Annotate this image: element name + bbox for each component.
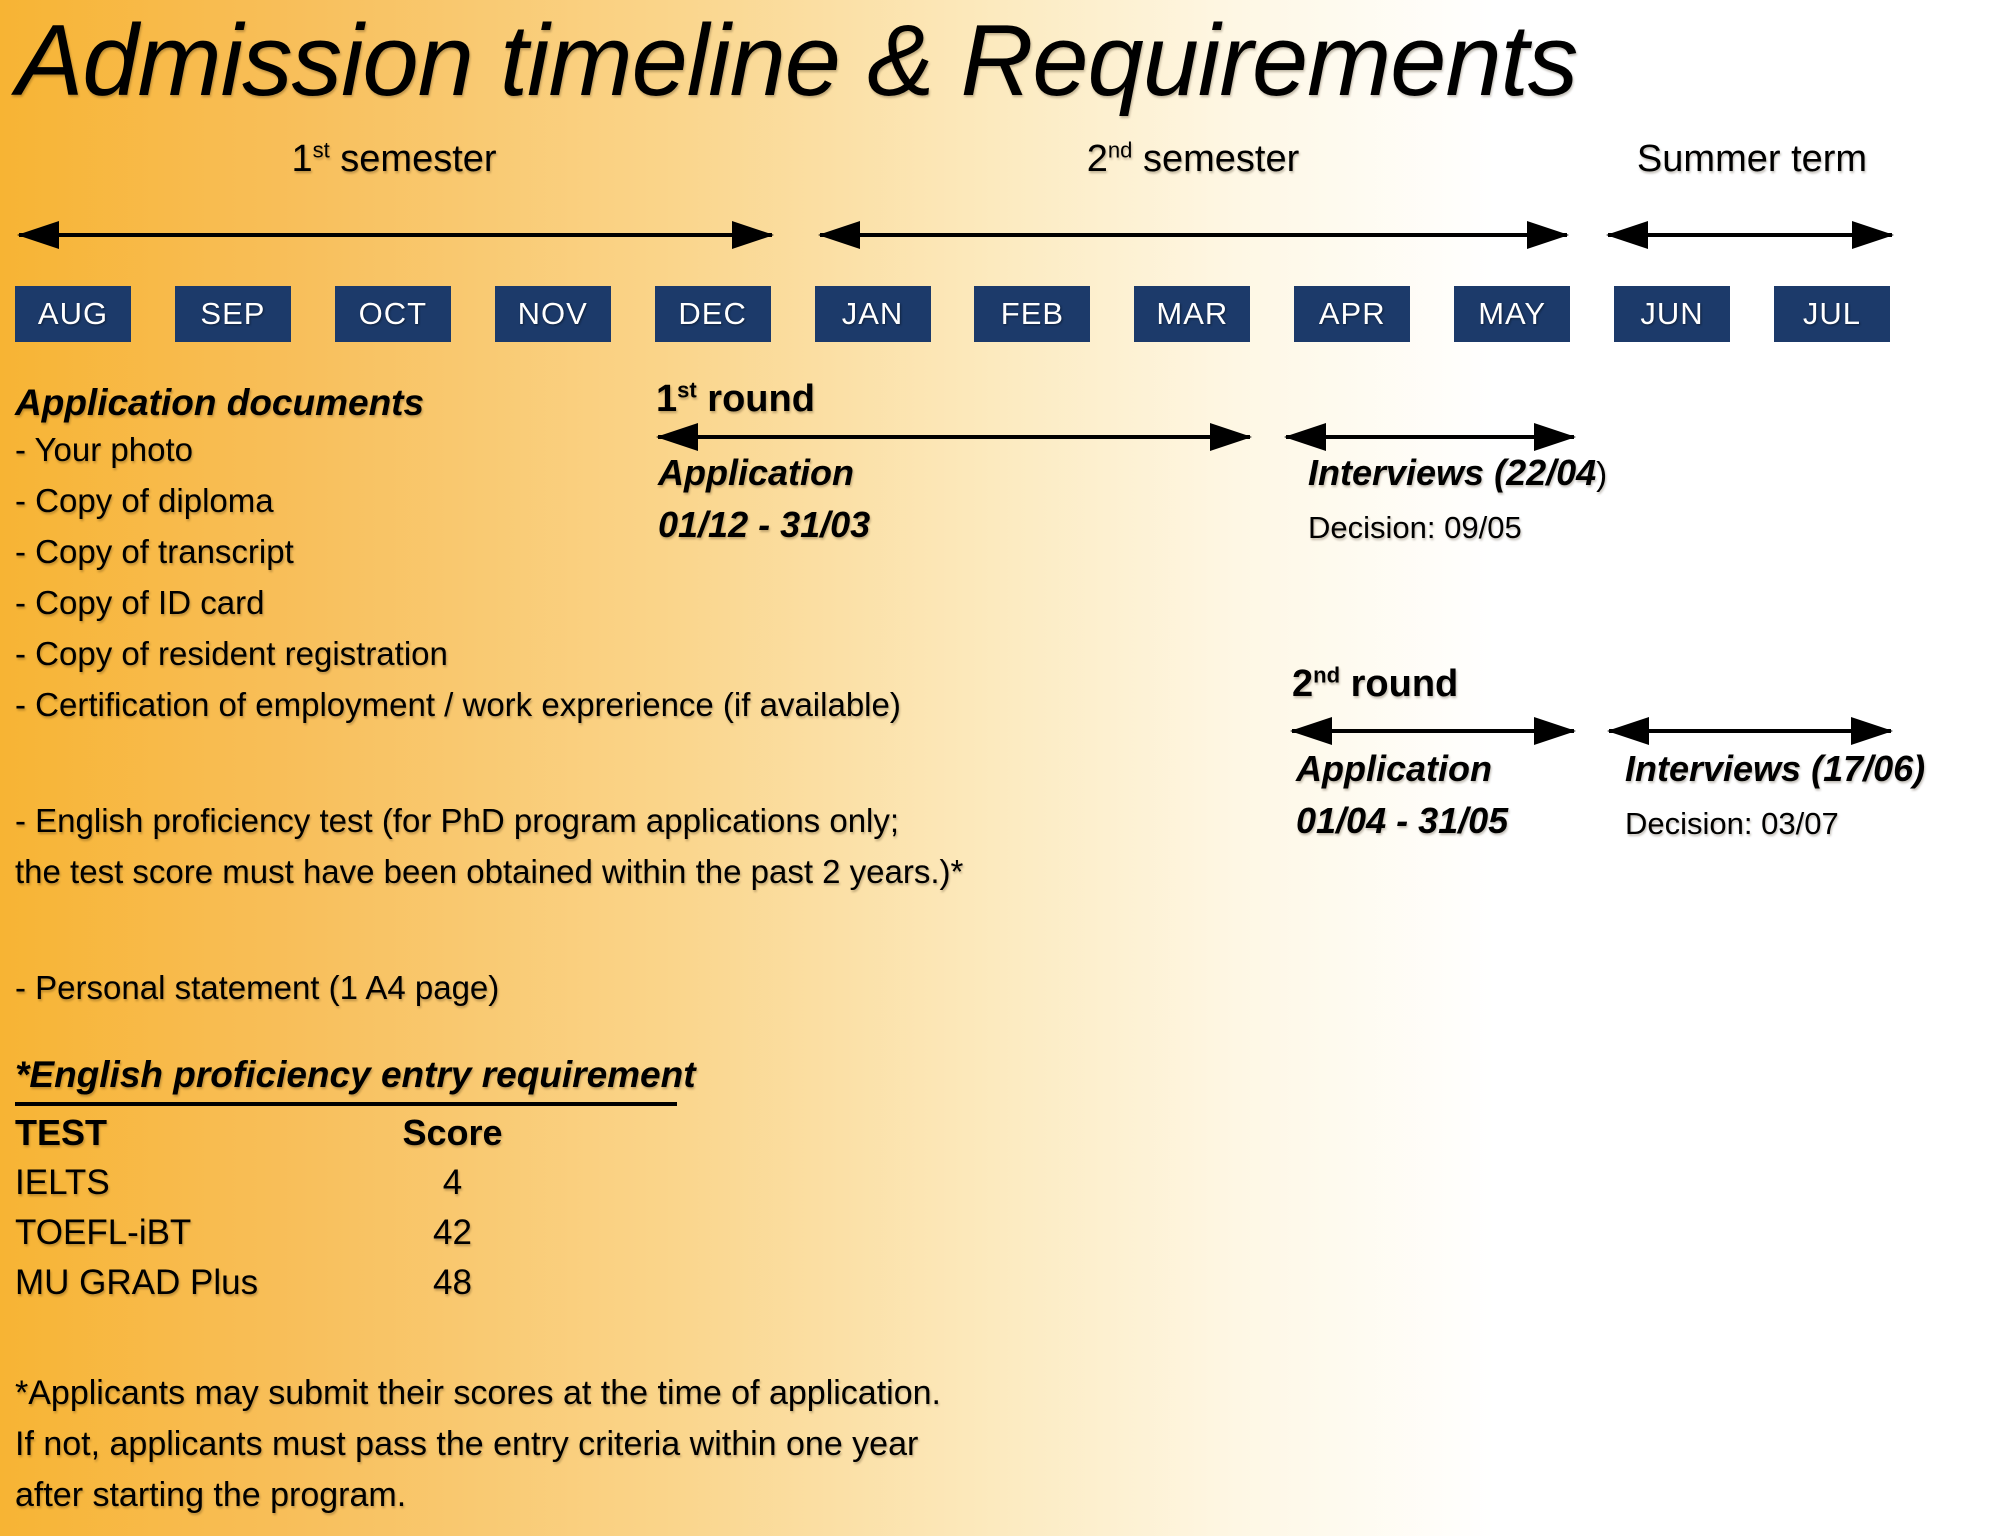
test-score: 42: [433, 1213, 472, 1252]
first-round-application-dates: 01/12 - 31/03: [658, 504, 871, 545]
first-semester-text: semester: [329, 138, 497, 180]
column-header-score: Score: [402, 1112, 503, 1153]
document-line: - Copy of diploma: [15, 481, 274, 519]
second-round-application-arrow: [1290, 717, 1576, 745]
document-line: - Personal statement (1 A4 page): [15, 968, 500, 1006]
document-line: - Copy of transcript: [15, 532, 294, 570]
month-label: JAN: [841, 296, 904, 331]
english-requirement-heading: *English proficiency entry requirement: [15, 1054, 696, 1095]
document-line: the test score must have been obtained w…: [15, 852, 964, 890]
month-box: APR: [1294, 286, 1411, 342]
month-box: NOV: [494, 286, 611, 342]
first-semester-ordinal: st: [312, 137, 330, 163]
second-semester-num: 2: [1086, 138, 1108, 180]
table-row: TOEFL-iBT 42: [15, 1208, 510, 1258]
table-row: IELTS 4: [15, 1158, 510, 1208]
footnote-line: after starting the program.: [15, 1476, 407, 1514]
english-requirement-table: TEST Score IELTS 4 TOEFL-iBT 42 MU GRAD …: [15, 1108, 510, 1308]
month-box: JUL: [1773, 286, 1890, 342]
month-label: MAY: [1478, 296, 1547, 331]
first-round-title: 1st round: [656, 378, 815, 421]
second-round-text: round: [1340, 663, 1459, 705]
application-documents-list: - Your photo - Copy of diploma - Copy of…: [15, 424, 963, 1013]
first-round-application-label: Application: [658, 452, 854, 493]
month-label: JUN: [1640, 296, 1704, 331]
month-label: NOV: [517, 296, 588, 331]
month-box: JAN: [814, 286, 931, 342]
month-label: MAR: [1156, 296, 1229, 331]
summer-term-label: Summer term: [1636, 138, 1868, 180]
page-title: Admission timeline & Requirements: [16, 5, 1578, 117]
month-label: AUG: [37, 296, 109, 331]
document-line: [15, 897, 963, 962]
month-label: SEP: [200, 296, 266, 331]
document-line: - Copy of resident registration: [15, 634, 448, 672]
first-semester-num: 1: [291, 138, 313, 180]
second-round-title: 2nd round: [1292, 663, 1458, 706]
summer-term-arrow: [1606, 221, 1894, 249]
document-line: [15, 730, 963, 795]
document-line: - Copy of ID card: [15, 583, 265, 621]
footnote-line: If not, applicants must pass the entry c…: [15, 1425, 919, 1463]
first-round-application-arrow: [656, 423, 1252, 451]
second-round-decision: Decision: 03/07: [1625, 806, 1839, 841]
document-line: - Certification of employment / work exp…: [15, 685, 901, 723]
first-semester-arrow: [17, 221, 774, 249]
second-round-application-dates: 01/04 - 31/05: [1296, 800, 1509, 841]
test-name: IELTS: [15, 1163, 110, 1202]
month-label: FEB: [1000, 296, 1065, 331]
second-semester-arrow: [818, 221, 1569, 249]
second-round-interviews-label: Interviews (17/06): [1625, 748, 1926, 789]
first-semester-label: 1st semester: [291, 138, 496, 181]
english-requirement-underline: [15, 1102, 677, 1106]
month-label: OCT: [358, 296, 428, 331]
document-line: - Your photo: [15, 430, 193, 468]
second-semester-ordinal: nd: [1107, 137, 1133, 163]
footnote: *Applicants may submit their scores at t…: [15, 1368, 941, 1521]
month-box: DEC: [654, 286, 771, 342]
month-box: JUN: [1614, 286, 1731, 342]
first-round-interviews-arrow: [1284, 423, 1576, 451]
test-score: 48: [433, 1263, 472, 1302]
second-round-application-label: Application: [1296, 748, 1492, 789]
second-semester-text: semester: [1132, 138, 1300, 180]
second-round-ordinal: nd: [1313, 662, 1341, 688]
test-score: 4: [442, 1163, 463, 1202]
month-box: AUG: [15, 286, 131, 342]
month-label: JUL: [1802, 296, 1862, 331]
second-round-num: 2: [1292, 663, 1314, 705]
first-round-text: round: [696, 378, 815, 420]
month-label: DEC: [678, 296, 747, 331]
first-round-interviews-label: Interviews (22/04): [1308, 452, 1607, 494]
second-round-interviews-arrow: [1607, 717, 1893, 745]
first-round-ordinal: st: [677, 377, 697, 403]
test-name: MU GRAD Plus: [15, 1263, 259, 1302]
month-row: AUG SEP OCT NOV DEC JAN FEB MAR APR MAY …: [15, 286, 1890, 342]
month-box: MAR: [1134, 286, 1251, 342]
second-semester-label: 2nd semester: [1087, 138, 1299, 181]
table-header-row: TEST Score: [15, 1108, 510, 1158]
month-box: MAY: [1454, 286, 1571, 342]
test-name: TOEFL-iBT: [15, 1213, 192, 1252]
month-box: FEB: [974, 286, 1091, 342]
first-round-interviews-paren: ): [1596, 455, 1608, 492]
table-body: IELTS 4 TOEFL-iBT 42 MU GRAD Plus 48: [15, 1158, 510, 1308]
document-line: - English proficiency test (for PhD prog…: [15, 801, 900, 839]
first-round-interviews-text: Interviews (22/04: [1308, 452, 1597, 493]
footnote-line: *Applicants may submit their scores at t…: [15, 1374, 941, 1412]
application-documents-heading: Application documents: [15, 382, 425, 423]
table-row: MU GRAD Plus 48: [15, 1258, 510, 1308]
month-label: APR: [1318, 296, 1386, 331]
month-box: OCT: [334, 286, 451, 342]
month-box: SEP: [174, 286, 291, 342]
first-round-decision: Decision: 09/05: [1308, 510, 1522, 545]
first-round-num: 1: [656, 378, 678, 420]
column-header-test: TEST: [15, 1112, 108, 1153]
